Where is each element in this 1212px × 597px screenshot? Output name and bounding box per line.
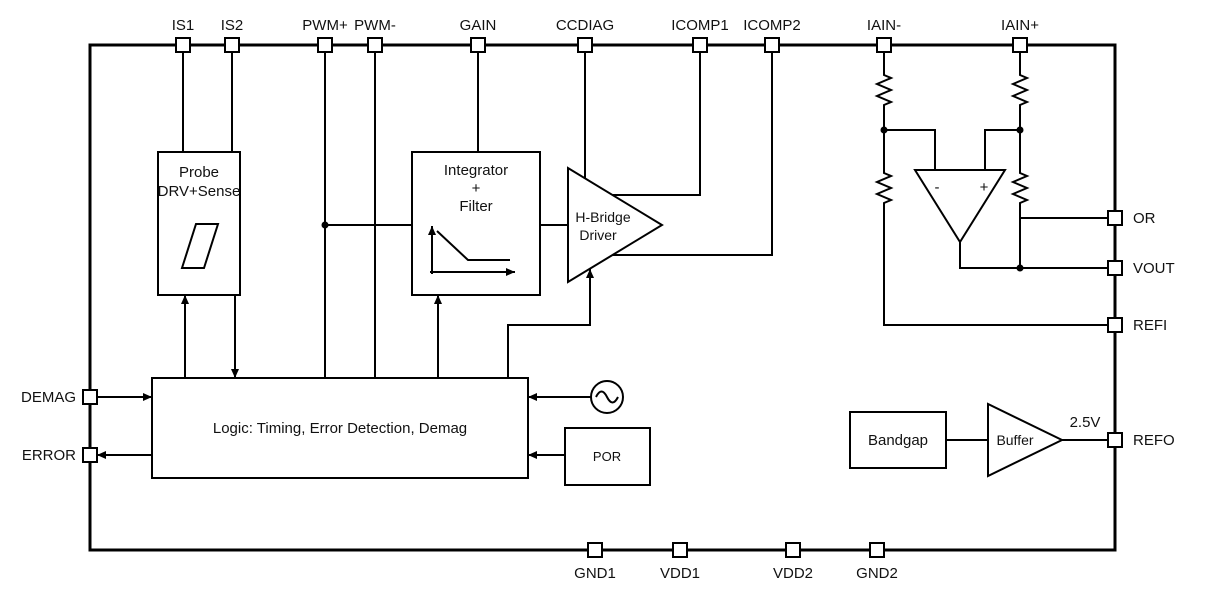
hbridge-label-line1: H-Bridge — [575, 209, 630, 225]
pin-label-vdd2: VDD2 — [773, 565, 813, 582]
pin-gain — [470, 37, 486, 53]
buffer-label: Buffer — [996, 432, 1033, 448]
wire-opamp-minus-input — [884, 129, 936, 170]
bandgap-label: Bandgap — [868, 432, 928, 449]
pins-right: OR VOUT REFI REFO — [1107, 210, 1175, 449]
pin-gnd1 — [587, 542, 603, 558]
wire-icomp2 — [613, 52, 773, 256]
pin-label-icomp1: ICOMP1 — [671, 17, 729, 34]
logic-box — [151, 377, 529, 479]
resistor-iain-minus-lower — [874, 168, 894, 206]
pin-label-icomp2: ICOMP2 — [743, 17, 801, 34]
probe-label-line1: Probe — [179, 164, 219, 181]
pin-label-or: OR — [1133, 210, 1156, 227]
wires — [97, 52, 1108, 459]
junction-iain-plus — [1016, 126, 1024, 134]
pin-label-ccdiag: CCDIAG — [556, 17, 614, 34]
pin-label-demag: DEMAG — [21, 389, 76, 406]
pin-label-refi: REFI — [1133, 317, 1167, 334]
probe-block: Probe DRV+Sense — [157, 151, 241, 296]
por-block: POR — [564, 427, 651, 486]
pins-left: DEMAG ERROR — [21, 389, 98, 464]
integrator-label-line3: Filter — [459, 198, 492, 215]
junction-vout — [1016, 264, 1024, 272]
wire-opamp-plus-input — [984, 129, 1020, 170]
pin-iain-plus — [1012, 37, 1028, 53]
oscillator-block — [590, 380, 624, 414]
pin-label-pwm-plus: PWM+ — [302, 17, 348, 34]
wire-icomp1 — [613, 52, 701, 196]
wire-vout — [959, 242, 1108, 269]
pin-gnd2 — [869, 542, 885, 558]
refo-voltage-label: 2.5V — [1070, 414, 1101, 431]
integrator-block: Integrator + Filter — [411, 151, 541, 296]
hysteresis-icon — [180, 223, 220, 269]
buffer-triangle — [987, 402, 1065, 478]
pin-label-gain: GAIN — [460, 17, 497, 34]
hbridge-label-line2: Driver — [579, 227, 617, 243]
pin-pwm-minus — [367, 37, 383, 53]
pin-vdd1 — [672, 542, 688, 558]
opamp-triangle — [913, 169, 1007, 244]
por-label: POR — [593, 449, 621, 464]
opamp-minus-label: - — [935, 179, 940, 196]
pin-or — [1107, 210, 1123, 226]
opamp-plus-label: + — [980, 179, 989, 196]
hbridge-triangle — [567, 166, 664, 284]
pin-ccdiag — [577, 37, 593, 53]
pin-label-is2: IS2 — [221, 17, 244, 34]
pin-refi — [1107, 317, 1123, 333]
sine-wave-icon — [595, 390, 619, 404]
wire-logic-to-hbridge — [507, 269, 594, 378]
pin-demag — [82, 389, 98, 405]
pin-vout — [1107, 260, 1123, 276]
pin-label-pwm-minus: PWM- — [354, 17, 396, 34]
junction-pwm-plus — [321, 221, 329, 229]
pin-iain-minus — [876, 37, 892, 53]
pin-is1 — [175, 37, 191, 53]
resistor-iain-plus-upper — [1010, 70, 1030, 108]
pins-top: IS1 IS2 PWM+ PWM- GAIN CCDIAG ICOMP1 ICO… — [172, 17, 1039, 53]
por-box — [564, 427, 651, 486]
logic-label: Logic: Timing, Error Detection, Demag — [213, 420, 467, 437]
opamp-block: - + — [913, 169, 1007, 244]
pin-label-gnd2: GND2 — [856, 565, 898, 582]
bandgap-box — [849, 411, 947, 469]
hbridge-block: H-Bridge Driver — [567, 166, 664, 284]
junction-dots — [321, 126, 1024, 272]
buffer-block: Buffer 2.5V — [987, 402, 1101, 478]
resistor-iain-minus-upper — [874, 70, 894, 108]
probe-label-line2: DRV+Sense — [158, 183, 241, 200]
pin-is2 — [224, 37, 240, 53]
pin-icomp1 — [692, 37, 708, 53]
pin-refo — [1107, 432, 1123, 448]
pin-vdd2 — [785, 542, 801, 558]
wire-refi — [883, 206, 1108, 326]
pin-icomp2 — [764, 37, 780, 53]
graph-curve-icon — [436, 230, 510, 261]
logic-block: Logic: Timing, Error Detection, Demag — [151, 377, 529, 479]
bandgap-block: Bandgap — [849, 411, 947, 469]
integrator-label-line2: + — [472, 180, 481, 197]
pin-error — [82, 447, 98, 463]
pin-label-vout: VOUT — [1133, 260, 1175, 277]
pin-label-vdd1: VDD1 — [660, 565, 700, 582]
pin-label-iain-minus: IAIN- — [867, 17, 901, 34]
resistor-iain-plus-lower — [1010, 168, 1030, 206]
pin-pwm-plus — [317, 37, 333, 53]
resistors — [874, 70, 1030, 206]
pin-label-error: ERROR — [22, 447, 76, 464]
pin-label-is1: IS1 — [172, 17, 195, 34]
junction-iain-minus — [880, 126, 888, 134]
pins-bottom: GND1 VDD1 VDD2 GND2 — [574, 542, 898, 582]
pin-label-refo: REFO — [1133, 432, 1175, 449]
pin-label-iain-plus: IAIN+ — [1001, 17, 1039, 34]
pin-label-gnd1: GND1 — [574, 565, 616, 582]
integrator-label-line1: Integrator — [444, 162, 508, 179]
